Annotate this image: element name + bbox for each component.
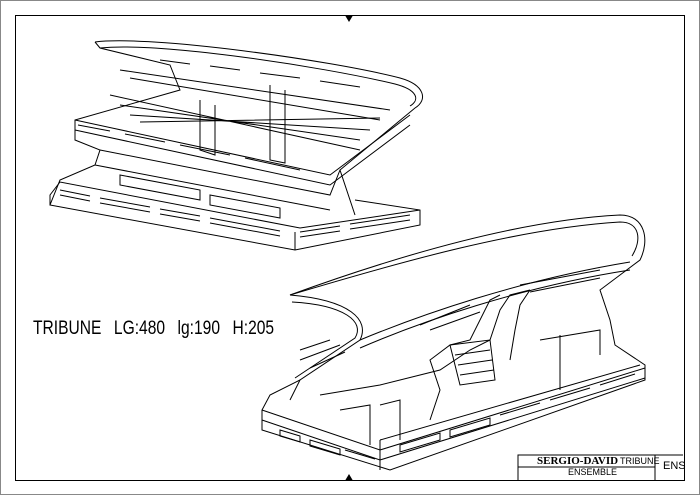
title-block-code: ENS xyxy=(663,460,686,472)
title-block-title: TRIBUNE xyxy=(620,456,660,466)
title-block xyxy=(517,454,683,480)
drawing-caption: TRIBUNE LG:480 lg:190 H:205 xyxy=(33,318,275,339)
title-block-subtitle: ENSEMBLE xyxy=(568,467,618,477)
center-mark-bottom xyxy=(345,474,353,481)
tribune-view-top xyxy=(49,40,424,251)
center-mark-top xyxy=(345,15,353,22)
tribune-view-bottom xyxy=(261,214,646,471)
title-block-author: SERGIO-DAVID xyxy=(537,455,619,467)
